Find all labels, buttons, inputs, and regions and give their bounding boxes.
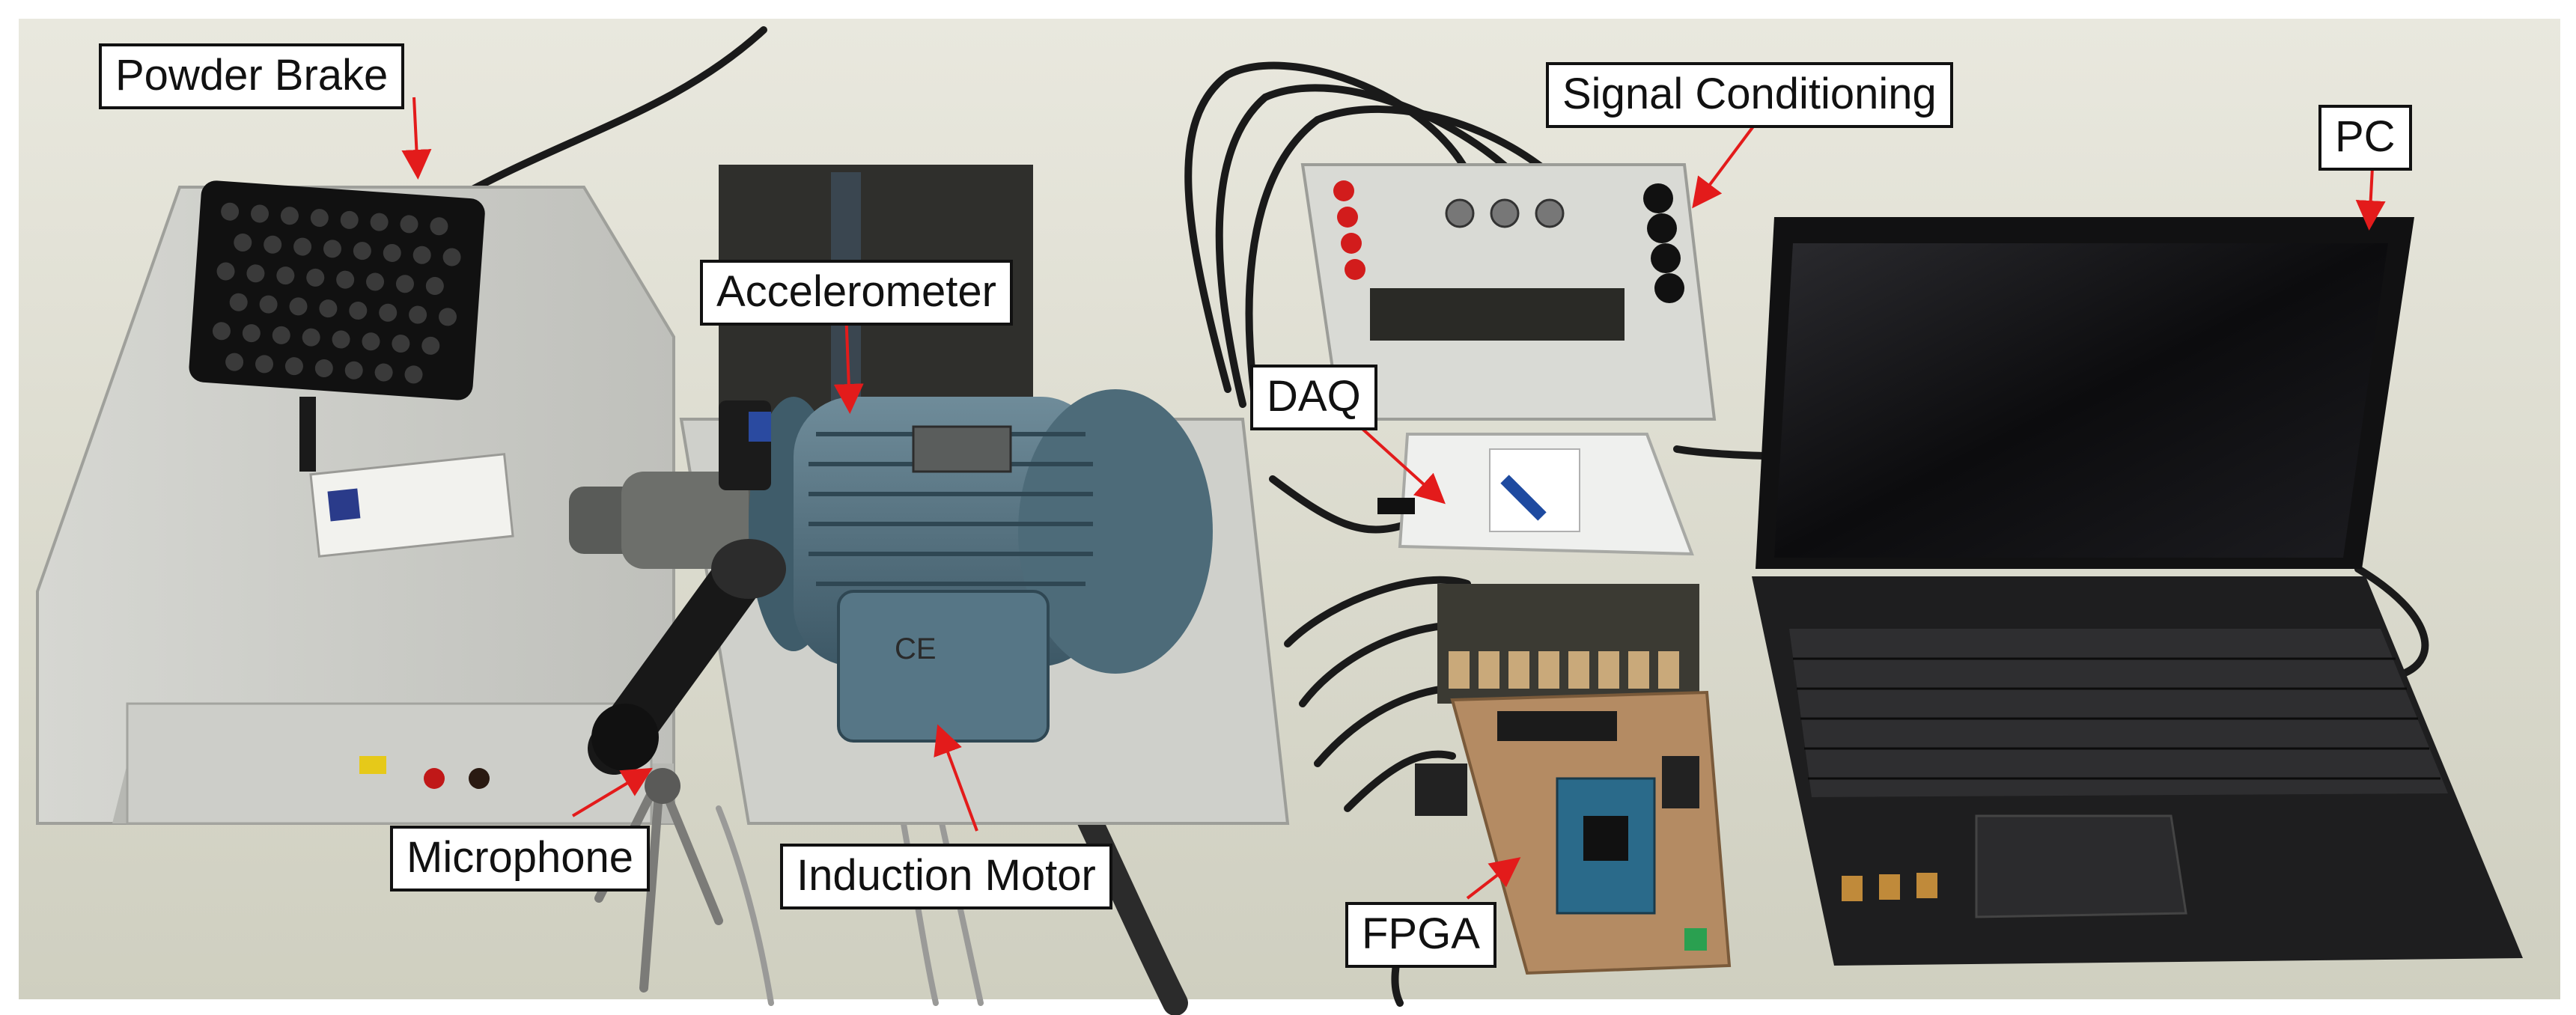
arrow-fpga [1466,857,1521,900]
label-fpga: FPGA [1345,902,1496,968]
daq-device [1377,433,1694,556]
arrow-microphone [571,767,653,817]
label-daq: DAQ [1250,365,1377,430]
accelerometer-sensor [719,400,771,490]
label-pc: PC [2318,105,2412,171]
signal-conditioning-box [1300,163,1717,421]
laptop-pc [1752,217,2523,966]
arrow-accelerometer [833,310,864,414]
powder-brake-unit [36,180,675,825]
arrow-induction-motor [934,724,978,832]
label-signal-conditioning: Signal Conditioning [1546,62,1953,128]
motor-logo: CE [895,633,937,665]
label-induction-motor: Induction Motor [780,844,1112,909]
arrow-signal-conditioning [1692,122,1757,209]
label-microphone: Microphone [390,826,651,891]
arrow-powder-brake [401,97,432,180]
label-powder-brake: Powder Brake [99,43,405,109]
label-accelerometer: Accelerometer [700,260,1013,326]
